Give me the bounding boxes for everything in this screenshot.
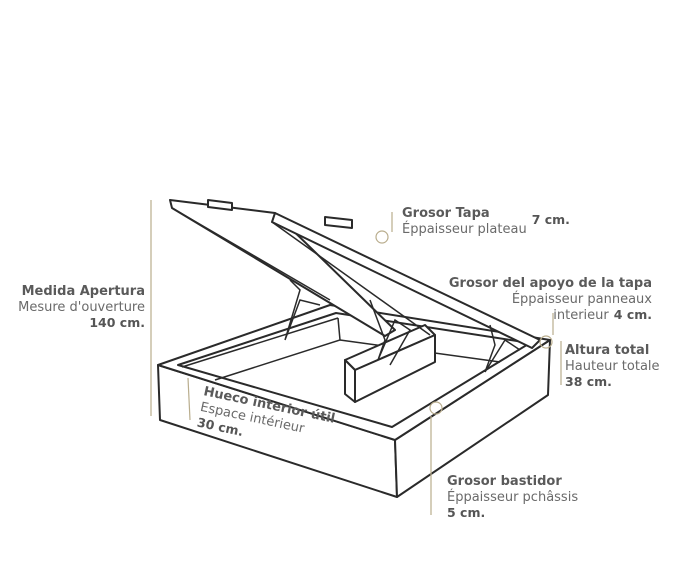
total-height-value: 38 cm.: [565, 374, 612, 389]
opening-value: 140 cm.: [89, 315, 145, 330]
lid-support-value: 4 cm.: [614, 307, 652, 322]
label-lid-support: Grosor del apoyo de la tapa Éppaisseur p…: [449, 276, 652, 323]
total-height-title: Altura total: [565, 343, 649, 358]
frame-subtitle: Éppaisseur pchâssis: [447, 489, 578, 505]
lid-support-title: Grosor del apoyo de la tapa: [449, 276, 652, 291]
label-lid-thickness: Grosor Tapa Éppaisseur plateau 7 cm.: [402, 206, 570, 237]
lift-pistons: [284, 279, 521, 373]
lid-thickness-value: 7 cm.: [532, 212, 570, 227]
lid-thickness-title: Grosor Tapa: [402, 206, 490, 221]
bed-lid: [169, 199, 541, 349]
lid-support-subtitle: Éppaisseur panneaux: [512, 291, 652, 307]
label-total-height: Altura total Hauteur totale 38 cm.: [565, 343, 660, 389]
lid-support-subtitle2: interieur: [553, 308, 609, 323]
label-frame-thickness: Grosor bastidor Éppaisseur pchâssis 5 cm…: [447, 474, 578, 520]
measure-lines: [150, 200, 562, 515]
lid-thickness-subtitle: Éppaisseur plateau: [402, 221, 527, 237]
center-support: [344, 324, 436, 403]
opening-title: Medida Apertura: [22, 284, 145, 299]
frame-value: 5 cm.: [447, 505, 485, 520]
opening-subtitle: Mesure d'ouverture: [18, 300, 145, 315]
total-height-subtitle: Hauteur totale: [565, 359, 660, 374]
frame-title: Grosor bastidor: [447, 474, 562, 489]
label-opening: Medida Apertura Mesure d'ouverture 140 c…: [18, 284, 145, 330]
